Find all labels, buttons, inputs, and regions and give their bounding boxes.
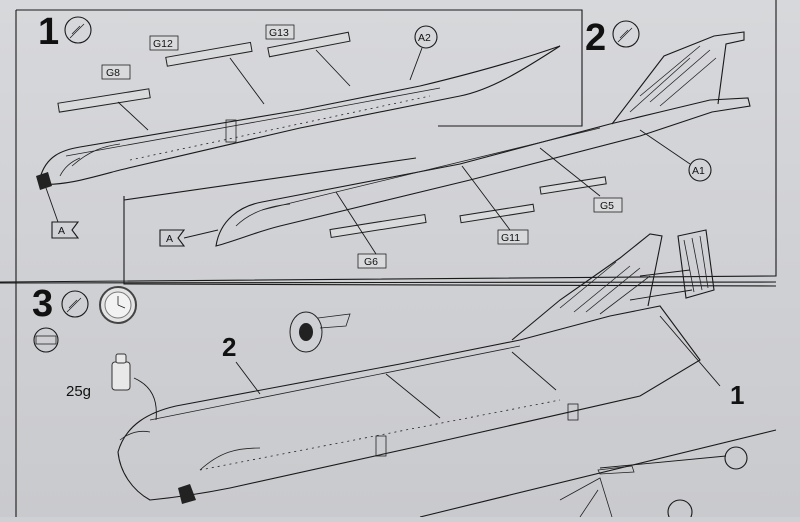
glue-tube-icon [61, 290, 89, 318]
part-g11: G11 [459, 165, 535, 245]
part-label-a1: A1 [692, 165, 705, 177]
nose-gear [36, 172, 59, 223]
marker-a-step2: A [159, 229, 219, 247]
step-number-1: 1 [38, 11, 59, 53]
window-row [129, 95, 431, 161]
part-label-1: 1 [730, 380, 744, 410]
part-g5: G5 [539, 147, 623, 213]
step-number-2: 2 [585, 17, 606, 59]
part-label-2: 2 [222, 332, 236, 362]
clock-icon [99, 286, 137, 324]
part-label-g12: G12 [153, 38, 173, 50]
detail-inset [559, 446, 748, 518]
part-label-g5: G5 [600, 200, 614, 212]
part1-callout: 1 [659, 315, 744, 410]
marker-a-label: A [58, 225, 65, 237]
weight-icon [111, 353, 157, 421]
fuselage-half-step1 [39, 45, 561, 185]
part-g6: G6 [329, 191, 427, 269]
part-label-g11: G11 [501, 232, 520, 244]
marker-a2-label: A [166, 233, 173, 245]
part2-callout: 2 [222, 332, 557, 419]
part-label-g6: G6 [364, 256, 378, 268]
paint-icon [667, 499, 693, 522]
callout-a2: A2 [409, 25, 438, 81]
part-g12: G12 [149, 35, 265, 105]
glue-tube-icon [612, 20, 640, 48]
part-label-g13: G13 [269, 27, 289, 39]
panel-frames [0, 0, 777, 518]
weight-label: 25g [66, 383, 91, 400]
glue-tube-icon [64, 16, 92, 44]
part-label-g8: G8 [106, 67, 120, 79]
tape-roll-drawing [289, 311, 351, 353]
callout-a1: A1 [639, 129, 712, 182]
tape-roll-icon [33, 327, 59, 353]
part-label-a2: A2 [418, 32, 431, 44]
marker-a-step1: A [51, 221, 80, 239]
fuselage-step2 [215, 31, 751, 247]
part-g13: G13 [265, 24, 351, 87]
fuselage-step3 [117, 229, 715, 504]
step-number-3: 3 [32, 283, 53, 325]
part-g8: G8 [57, 64, 151, 131]
